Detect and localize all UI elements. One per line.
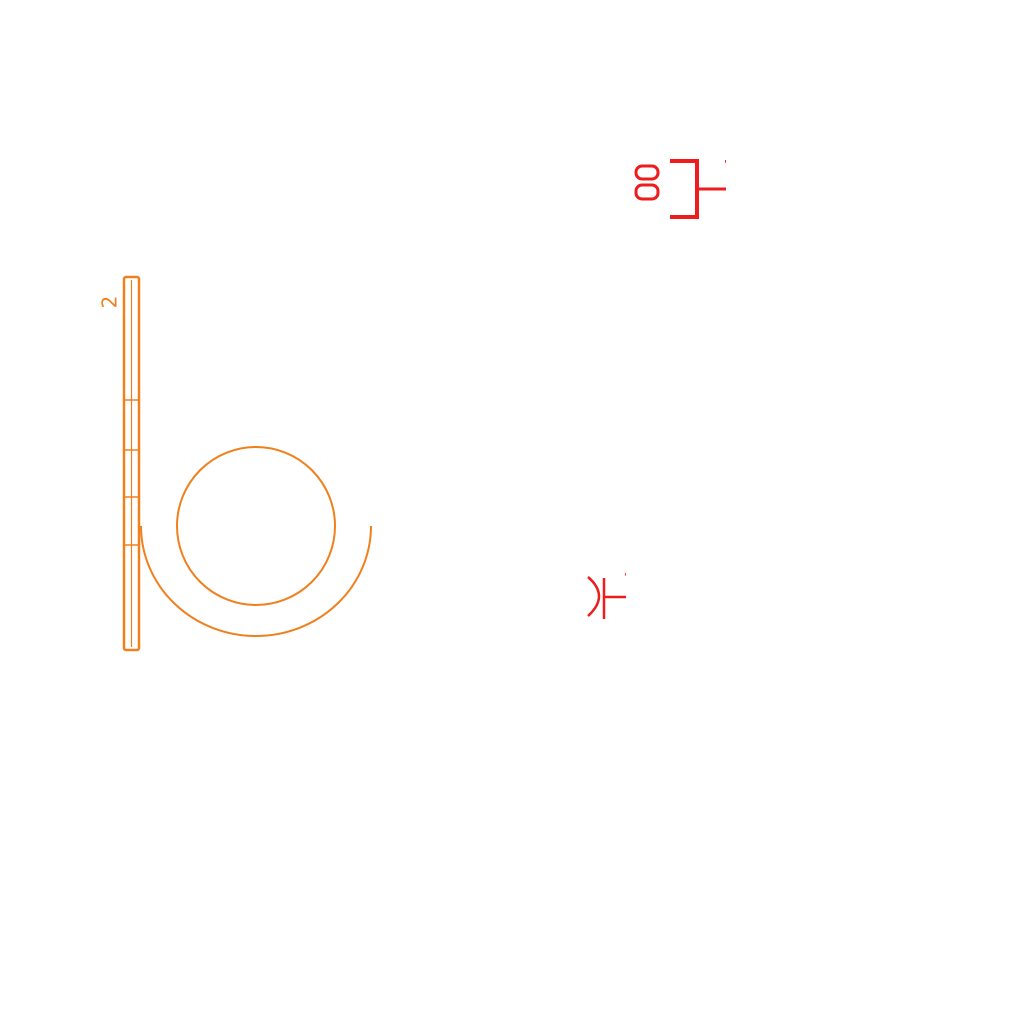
wall-label: 2 <box>98 296 122 309</box>
annotation-top-digit-upper <box>634 164 660 181</box>
round-table <box>176 446 336 606</box>
annotation-top <box>634 159 726 219</box>
annotation-bottom-curve <box>587 576 601 617</box>
annotation-bottom <box>587 576 626 619</box>
annotation-top-mark: ' <box>724 158 727 171</box>
seating-arc <box>140 525 372 637</box>
wall-outline <box>122 275 141 652</box>
annotation-bottom-mark: ' <box>624 572 627 583</box>
wall-element <box>122 275 141 652</box>
annotation-top-digit-lower <box>634 183 660 201</box>
